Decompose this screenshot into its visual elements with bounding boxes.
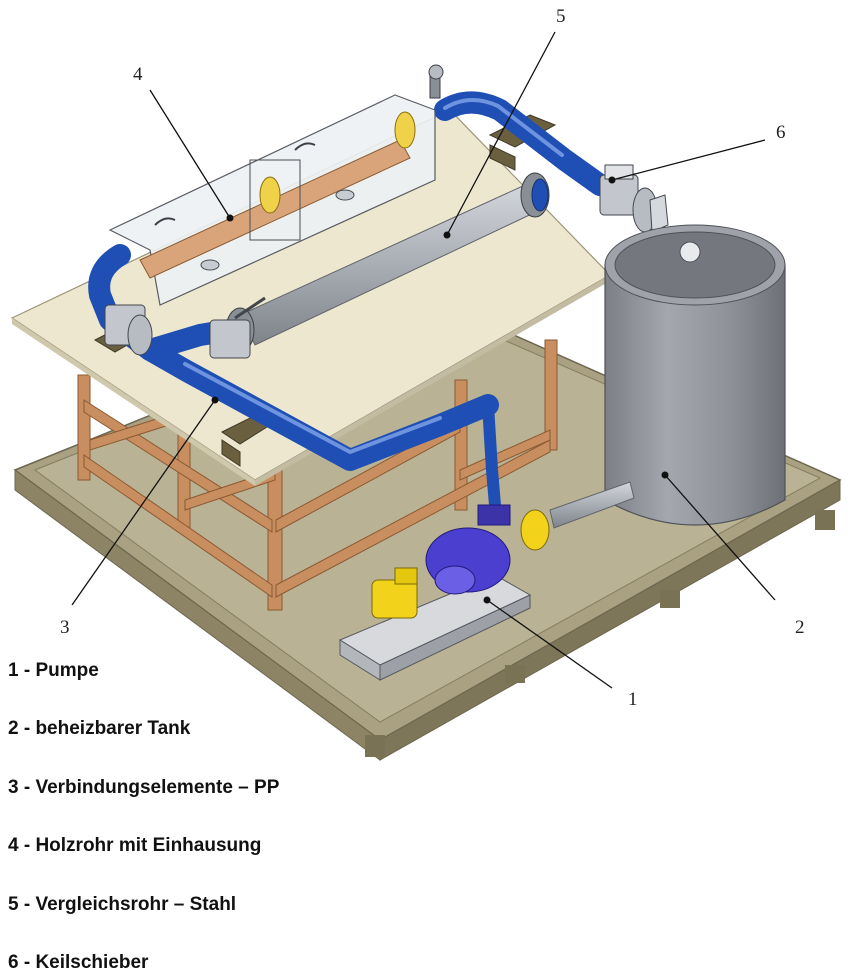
callout-4: 4: [133, 64, 143, 85]
legend-item-pump: 1 - Pumpe: [8, 660, 99, 681]
callout-3: 3: [60, 617, 70, 638]
legend-item-wood-pipe: 4 - Holzrohr mit Einhausung: [8, 835, 262, 856]
wood-pipe-housing: [108, 64, 444, 306]
legend-item-connectors: 3 - Verbindungselemente – PP: [8, 777, 280, 798]
callout-2: 2: [795, 617, 805, 638]
legend-item-steel-pipe: 5 - Vergleichsrohr – Stahl: [8, 894, 237, 915]
callout-6: 6: [776, 122, 786, 143]
pump-assembly: [338, 504, 550, 681]
callout-5: 5: [556, 6, 566, 27]
legend-item-gate-valve: 6 - Keilschieber: [8, 952, 149, 973]
callout-1: 1: [628, 689, 638, 710]
leader-lines: [71, 31, 776, 689]
heated-tank: [549, 224, 786, 529]
gate-valve-left: [104, 296, 266, 359]
legend-item-tank: 2 - beheizbarer Tank: [8, 718, 191, 739]
gate-valve-right: [599, 164, 669, 233]
leader-dots: [211, 176, 669, 604]
